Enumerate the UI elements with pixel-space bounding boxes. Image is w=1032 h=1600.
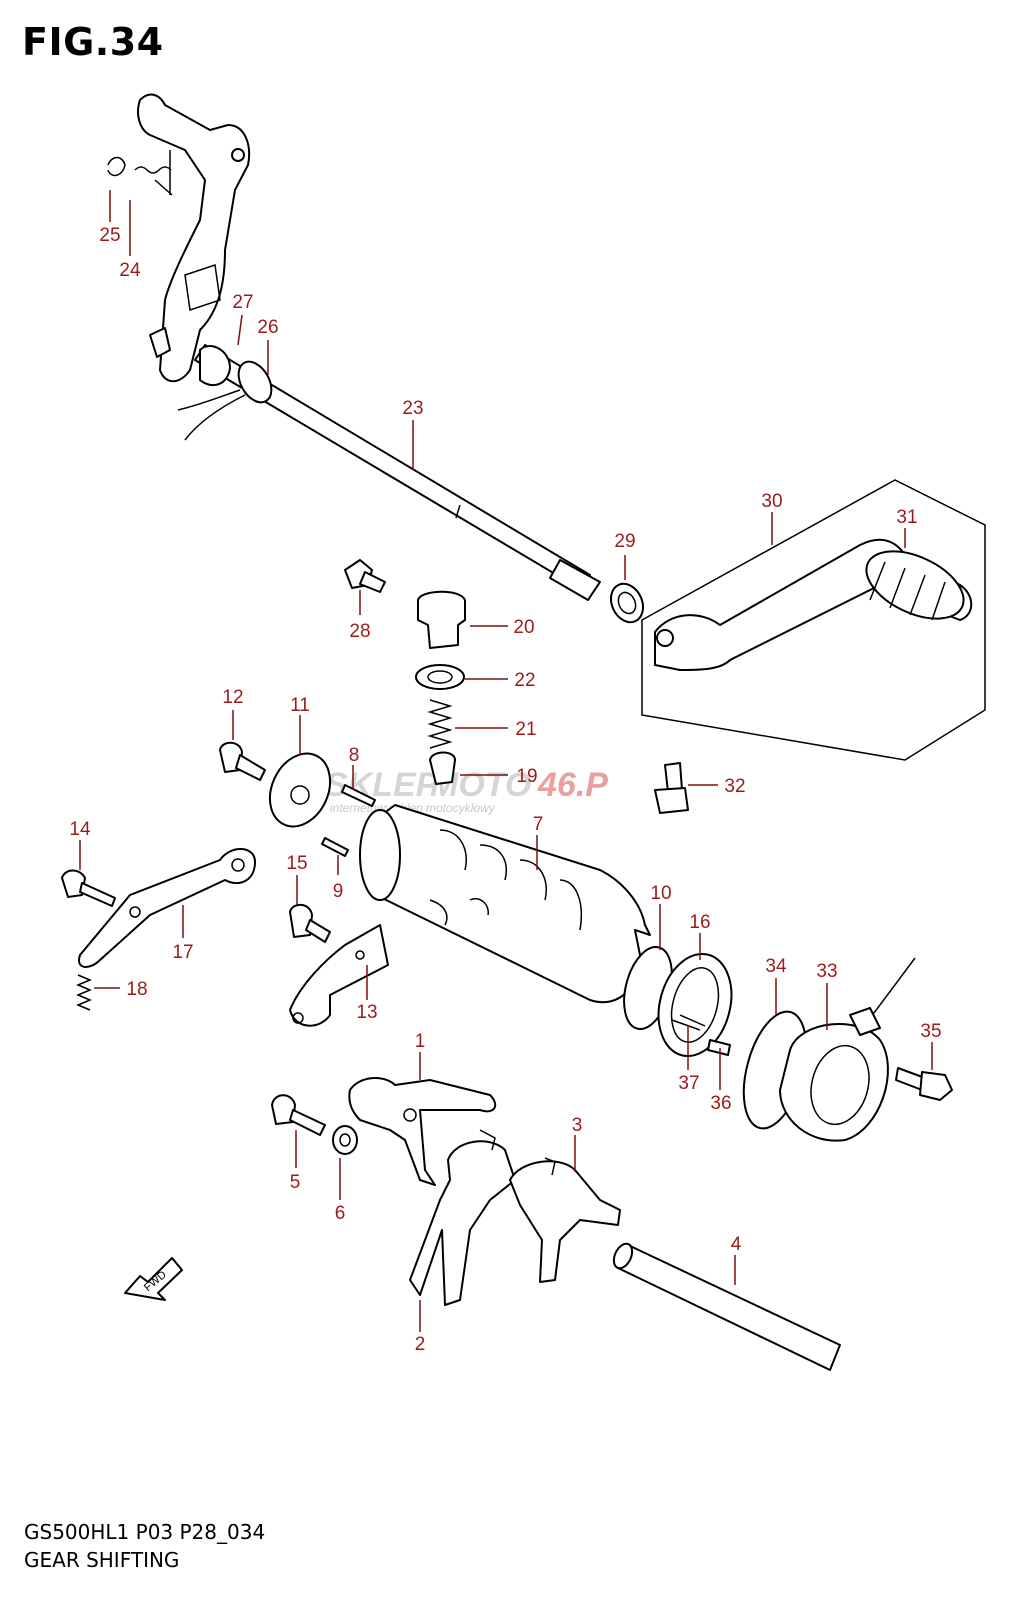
callout-28: 28 bbox=[349, 621, 370, 642]
callout-34: 34 bbox=[765, 956, 787, 977]
callout-4: 4 bbox=[731, 1234, 742, 1255]
callout-36: 36 bbox=[710, 1093, 731, 1114]
callout-19: 19 bbox=[516, 766, 537, 787]
callout-35: 35 bbox=[920, 1021, 941, 1042]
part-bolt-35 bbox=[895, 1067, 953, 1101]
callout-labels: 1 2 3 4 5 6 7 8 9 10 11 12 13 14 15 16 1… bbox=[69, 225, 941, 1355]
part-gearshift-cam-lever bbox=[137, 93, 250, 383]
callout-33: 33 bbox=[816, 961, 837, 982]
callout-22: 22 bbox=[514, 670, 535, 691]
callout-27: 27 bbox=[232, 292, 253, 313]
figure-title: FIG.34 bbox=[22, 20, 164, 64]
part-oil-seal bbox=[609, 582, 645, 624]
part-cam-stopper-lever bbox=[61, 848, 256, 1011]
part-spring-clip bbox=[107, 150, 173, 196]
callout-12: 12 bbox=[222, 687, 243, 708]
callout-13: 13 bbox=[356, 1002, 377, 1023]
part-gearshift-shaft bbox=[177, 344, 601, 601]
callout-14: 14 bbox=[69, 819, 91, 840]
callout-9: 9 bbox=[333, 881, 344, 902]
callout-31: 31 bbox=[896, 507, 917, 528]
callout-29: 29 bbox=[614, 531, 635, 552]
part-cam-stopper-plate bbox=[219, 741, 332, 828]
part-fork-shaft bbox=[612, 1242, 841, 1371]
watermark-text-c: 46.P bbox=[537, 766, 608, 804]
watermark: SKLEP MOTO 46.P internetowy sklep motocy… bbox=[325, 766, 608, 815]
callout-18: 18 bbox=[126, 979, 147, 1000]
part-bearing-ring bbox=[623, 946, 733, 1058]
callout-20: 20 bbox=[513, 617, 534, 638]
callout-21: 21 bbox=[515, 719, 536, 740]
watermark-text-a: SKLEP bbox=[325, 766, 439, 804]
callout-24: 24 bbox=[119, 260, 141, 281]
callout-leaders bbox=[79, 190, 933, 1332]
part-pins bbox=[321, 784, 376, 857]
callout-23: 23 bbox=[402, 398, 423, 419]
callout-2: 2 bbox=[415, 1334, 426, 1355]
callout-5: 5 bbox=[290, 1172, 301, 1193]
callout-1: 1 bbox=[415, 1031, 426, 1052]
part-shift-fork-1 bbox=[348, 1077, 497, 1186]
part-shift-fork-3 bbox=[509, 1157, 621, 1283]
figure-caption: GEAR SHIFTING bbox=[24, 1548, 180, 1572]
part-shift-fork-2 bbox=[409, 1129, 516, 1306]
callout-7: 7 bbox=[533, 814, 544, 835]
callout-32: 32 bbox=[724, 776, 745, 797]
callout-26: 26 bbox=[257, 317, 278, 338]
callout-3: 3 bbox=[572, 1115, 583, 1136]
part-gearshift-lever-box bbox=[641, 479, 986, 761]
callout-17: 17 bbox=[172, 942, 193, 963]
callout-11: 11 bbox=[290, 695, 310, 716]
part-cam-guide-bracket bbox=[289, 903, 389, 1027]
callout-6: 6 bbox=[335, 1203, 346, 1224]
part-plug-stack bbox=[415, 590, 466, 785]
callout-16: 16 bbox=[689, 912, 710, 933]
model-code: GS500HL1 P03 P28_034 bbox=[24, 1520, 266, 1544]
fwd-direction-arrow-icon: FWD bbox=[124, 1257, 183, 1301]
callout-37: 37 bbox=[678, 1073, 699, 1094]
part-bolt-32 bbox=[654, 762, 689, 814]
part-bolt-28 bbox=[344, 559, 386, 593]
part-gear-position-switch bbox=[742, 957, 916, 1142]
part-bolt-5-washer-6 bbox=[271, 1094, 358, 1155]
callout-25: 25 bbox=[99, 225, 120, 246]
part-shift-drum bbox=[359, 804, 651, 1004]
callout-10: 10 bbox=[650, 883, 671, 904]
callout-30: 30 bbox=[761, 491, 782, 512]
callout-15: 15 bbox=[286, 853, 307, 874]
callout-8: 8 bbox=[349, 745, 360, 766]
